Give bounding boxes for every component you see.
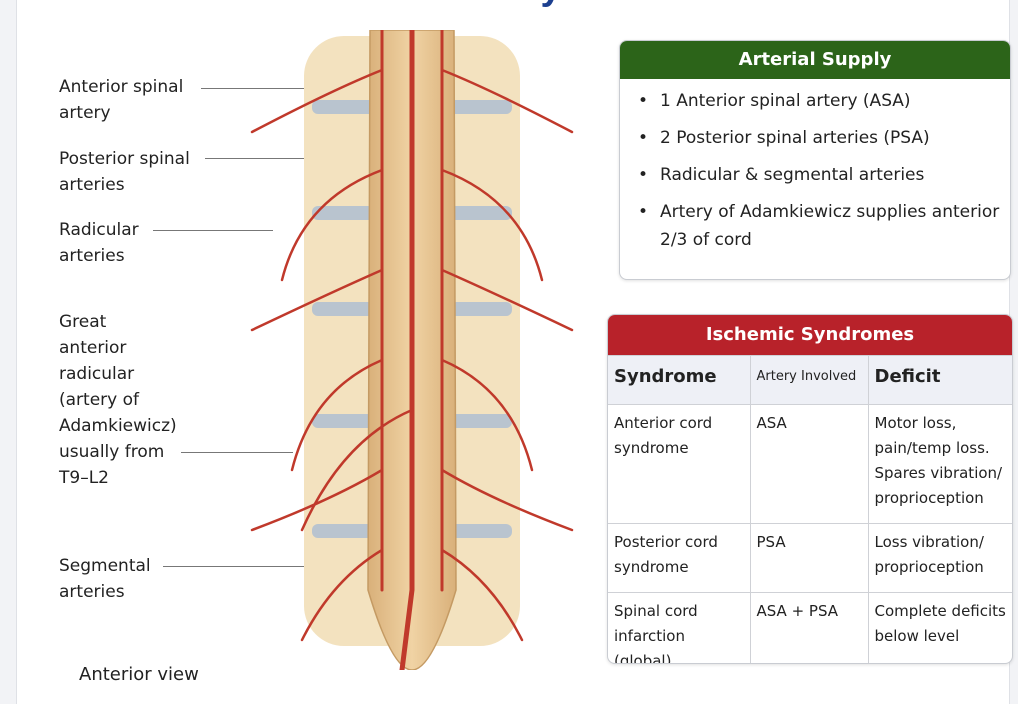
list-item: Artery of Adamkiewicz supplies anterior … <box>638 198 1010 254</box>
ischemic-syndromes-panel: Ischemic Syndromes Syndrome Artery Invol… <box>607 314 1013 664</box>
leader-great-anterior <box>181 452 293 453</box>
table-cell: PSA <box>749 523 869 593</box>
radicular-artery <box>440 358 534 472</box>
page-title: & Ischemia Syndromes <box>17 0 1009 9</box>
radicular-artery <box>280 168 384 282</box>
column-header-deficit: Deficit <box>867 355 1012 405</box>
label-great-anterior-radicular: Great anterior radicular (artery of Adam… <box>59 312 177 488</box>
list-item: 2 Posterior spinal arteries (PSA) <box>638 124 1010 152</box>
table-header-row: Syndrome Artery Involved Deficit <box>608 355 1012 405</box>
anterior-spinal-artery <box>399 30 415 670</box>
table-row: Spinal cord infarction (global) ASA + PS… <box>608 592 1012 663</box>
label-posterior-spinal-arteries: Posterior spinal arteries <box>59 149 190 195</box>
arterial-supply-list: 1 Anterior spinal artery (ASA) 2 Posteri… <box>620 79 1010 254</box>
radicular-artery <box>250 68 384 134</box>
table-cell: ASA <box>749 404 869 524</box>
leader-posterior-spinal <box>205 158 317 159</box>
great-anterior-radicular-artery <box>300 408 414 532</box>
table-cell: ASA + PSA <box>749 592 869 663</box>
table-row: Anterior cord syndrome ASA Motor loss, p… <box>608 404 1012 524</box>
radicular-artery <box>440 468 574 532</box>
table-cell: Spinal cord infarction (global) <box>608 592 751 663</box>
list-item: Radicular & segmental arteries <box>638 161 1010 189</box>
table-row: Posterior cord syndrome PSA Loss vibrati… <box>608 523 1012 593</box>
label-radicular-arteries: Radicular arteries <box>59 220 139 266</box>
leader-anterior-spinal <box>201 88 321 89</box>
table-cell: Loss vibration/ proprioception <box>867 523 1012 593</box>
radicular-artery <box>440 68 574 134</box>
radicular-artery <box>440 268 574 332</box>
table-cell: Anterior cord syndrome <box>608 404 751 524</box>
table-cell: Complete deficits below level <box>867 592 1012 663</box>
leader-segmental <box>163 566 313 567</box>
radicular-artery <box>440 168 544 282</box>
radicular-artery <box>250 268 384 332</box>
radicular-arteries <box>250 68 574 642</box>
arteries <box>250 30 574 670</box>
column-header-artery: Artery Involved <box>749 355 869 405</box>
list-item: 1 Anterior spinal artery (ASA) <box>638 87 1010 115</box>
segmental-artery <box>440 548 524 642</box>
segmental-artery <box>300 548 384 642</box>
spinal-cord-illustration <box>250 30 574 670</box>
ischemic-syndromes-header: Ischemic Syndromes <box>608 315 1012 355</box>
leader-radicular <box>153 230 273 231</box>
column-header-syndrome: Syndrome <box>608 355 751 405</box>
label-segmental-arteries: Segmental arteries <box>59 556 151 602</box>
syndromes-table: Syndrome Artery Involved Deficit Anterio… <box>608 355 1012 663</box>
table-cell: Motor loss, pain/temp loss. Spares vibra… <box>867 404 1012 524</box>
arterial-supply-panel: Arterial Supply 1 Anterior spinal artery… <box>619 40 1011 280</box>
infographic-card: & Ischemia Syndromes Anterior spinal art… <box>16 0 1013 704</box>
table-cell: Posterior cord syndrome <box>608 523 751 593</box>
radicular-artery <box>290 358 384 472</box>
arterial-supply-header: Arterial Supply <box>620 41 1010 79</box>
view-caption: Anterior view <box>79 664 199 685</box>
radicular-artery <box>250 468 384 532</box>
label-anterior-spinal-artery: Anterior spinal artery <box>59 77 184 123</box>
